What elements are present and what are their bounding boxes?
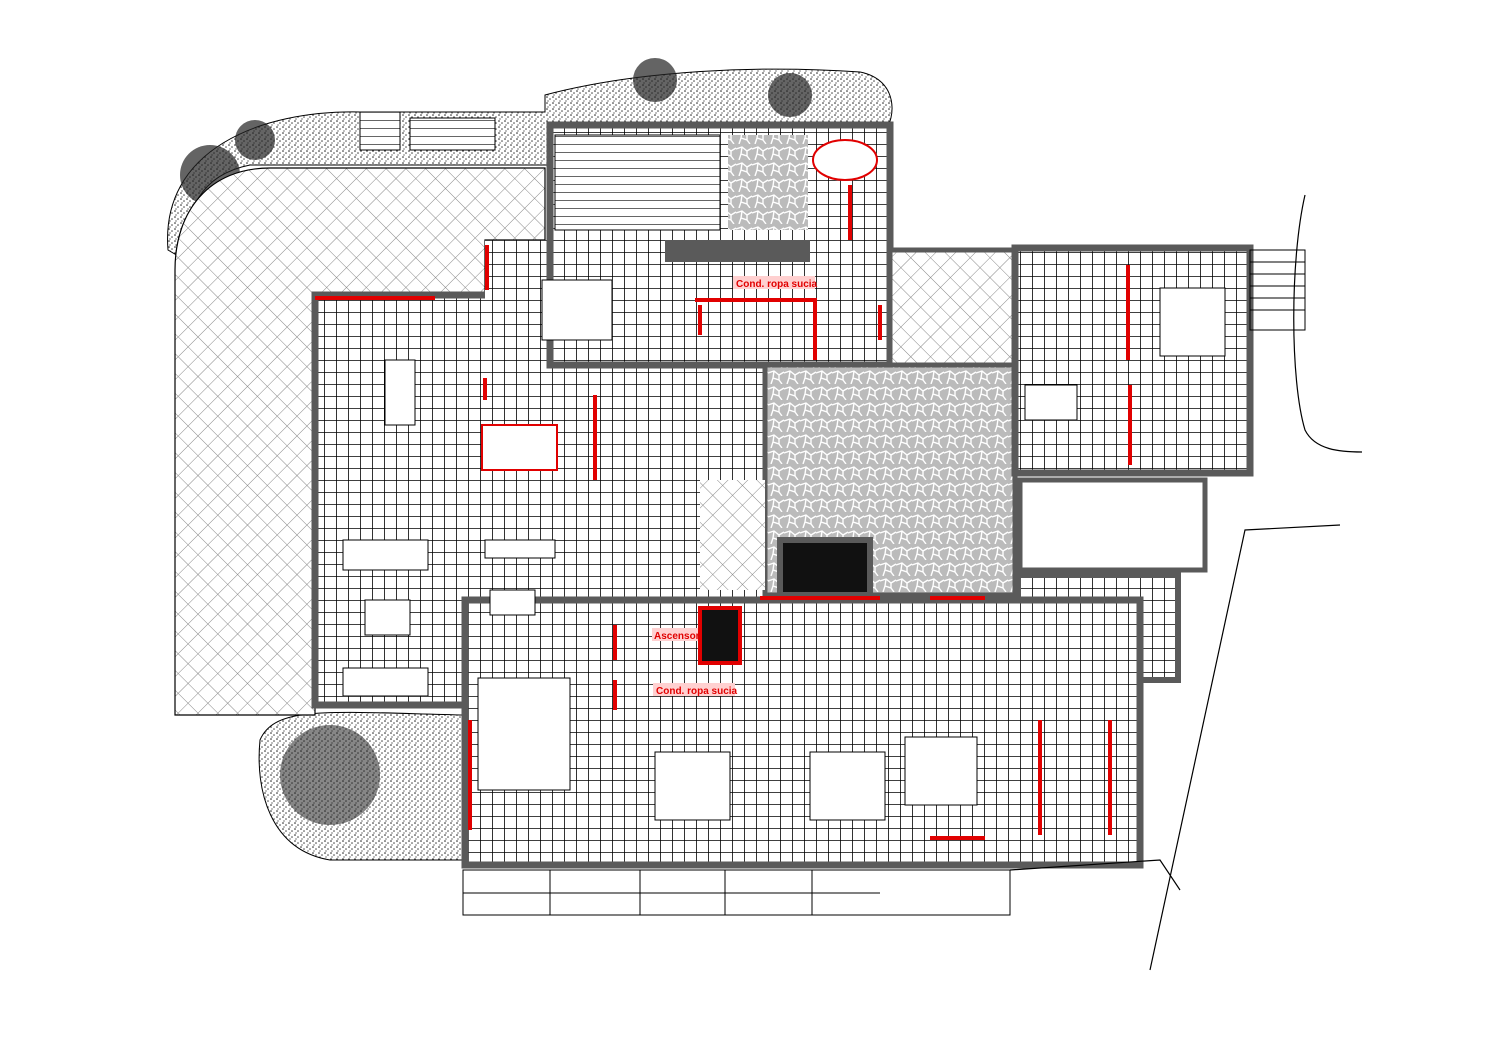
shower-stone xyxy=(728,135,808,230)
kitchen-counter xyxy=(665,240,810,262)
red-partitions xyxy=(315,185,1132,840)
tree xyxy=(633,58,677,102)
tree xyxy=(280,725,380,825)
bed xyxy=(541,279,613,341)
sofa xyxy=(342,539,429,571)
service-corridor xyxy=(1017,477,1208,573)
label-bg xyxy=(653,683,735,696)
right-table xyxy=(1024,384,1078,421)
kitchen-island xyxy=(481,424,558,471)
bottom-deck xyxy=(462,869,1011,916)
exterior-stairs xyxy=(1249,249,1306,331)
bed xyxy=(1159,287,1226,357)
right-wing xyxy=(1011,244,1254,477)
tree xyxy=(768,73,812,117)
sauna xyxy=(554,134,721,231)
label-bg xyxy=(652,628,698,641)
fireplace xyxy=(777,537,873,598)
entry-steps xyxy=(359,111,496,151)
laundry-chute-label: Cond. ropa sucia xyxy=(656,686,738,697)
sofa xyxy=(484,539,556,559)
sofa xyxy=(342,667,429,697)
elevator-label: Ascensor xyxy=(654,631,700,642)
coffee-table xyxy=(364,599,411,636)
tree xyxy=(235,120,275,160)
dining-table xyxy=(384,359,416,426)
laundry-chute-label: Cond. ropa sucia xyxy=(736,279,818,290)
bed xyxy=(654,751,731,821)
bed xyxy=(904,736,978,806)
bed xyxy=(809,751,886,821)
study-rug xyxy=(477,677,571,791)
stair-hall xyxy=(700,480,765,590)
coffee-table xyxy=(489,589,536,616)
entry-hall xyxy=(887,247,1018,368)
label-bg xyxy=(733,276,815,289)
bottom-bedrooms xyxy=(461,596,1144,869)
bathtub xyxy=(812,139,878,181)
elevator-shaft xyxy=(698,606,742,665)
